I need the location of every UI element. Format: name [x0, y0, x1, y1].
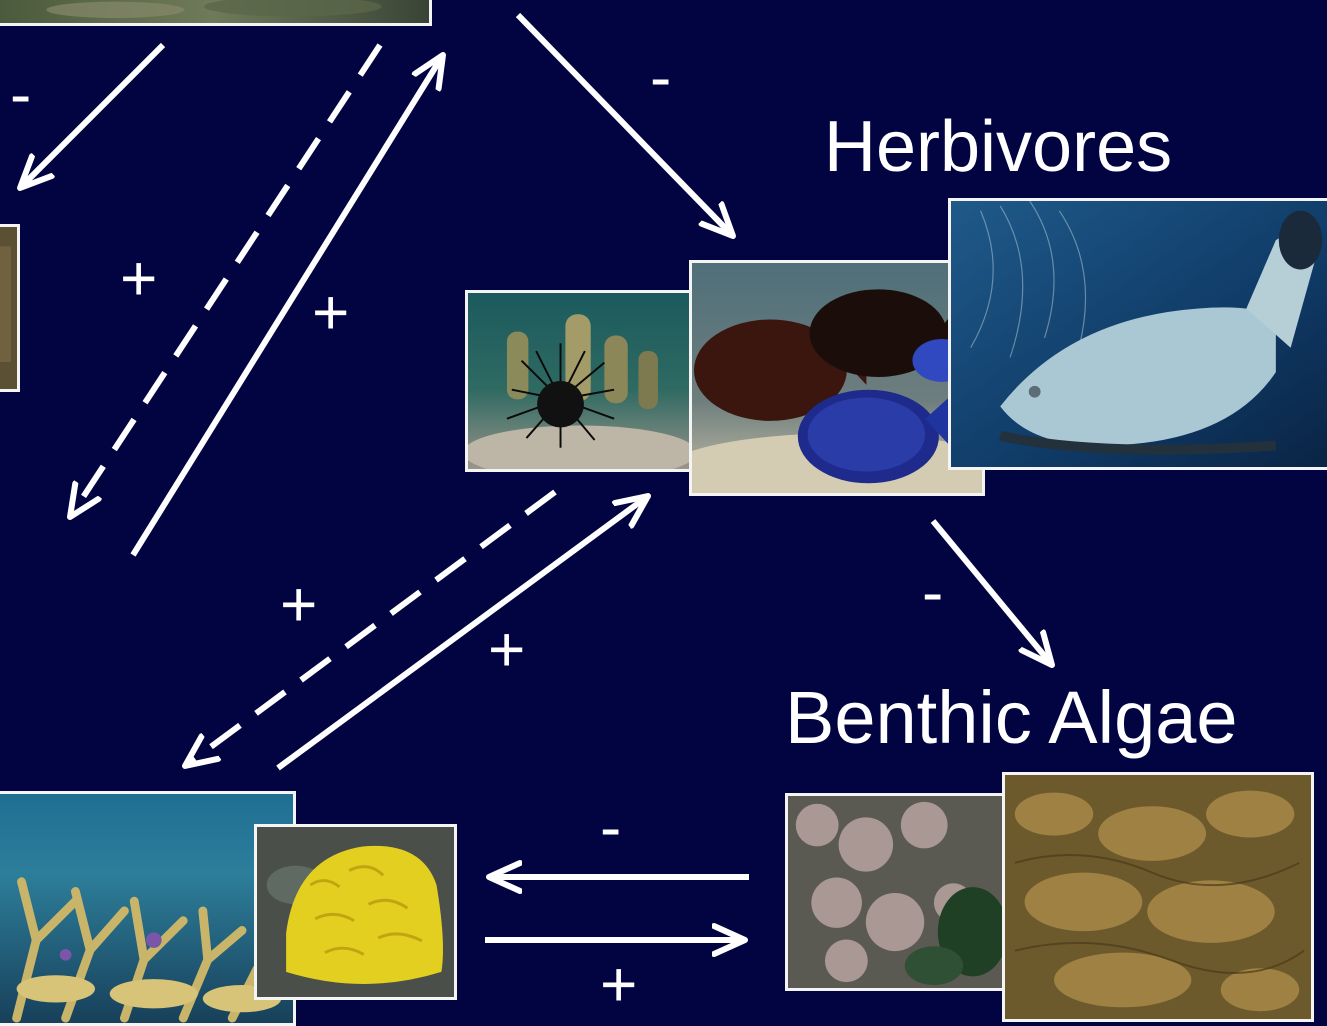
sign-coral-solid-plus: +	[488, 617, 525, 681]
arrow-predator-to-herbivores	[518, 15, 733, 236]
sign-left-dashed-plus: +	[120, 246, 157, 310]
sign-predator-to-left: -	[10, 62, 31, 126]
arrow-herbivores-to-algae	[933, 521, 1052, 665]
arrow-coral-solid	[278, 496, 648, 768]
sign-coral-to-algae: +	[600, 952, 637, 1016]
arrow-left-solid	[133, 55, 443, 555]
sign-predator-to-herbivores: -	[650, 45, 671, 109]
sign-left-solid-plus: +	[312, 280, 349, 344]
arrow-predator-to-left	[20, 45, 163, 188]
sign-algae-to-coral: -	[600, 795, 621, 859]
sign-coral-dashed-plus: +	[280, 572, 317, 636]
sign-herbivores-to-algae: -	[922, 560, 943, 624]
